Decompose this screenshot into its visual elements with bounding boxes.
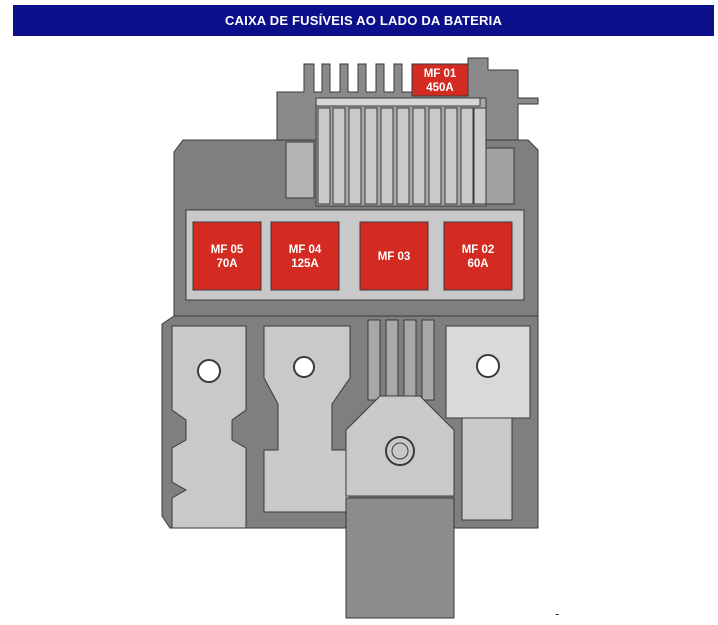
fuse-mf04-id: MF 04 (289, 244, 322, 256)
cooling-fins (317, 107, 487, 205)
footer-mark: - (555, 606, 560, 621)
fuse-mf04: MF 04 125A (270, 221, 340, 291)
fuse-mf01-rating: 450A (426, 82, 454, 94)
fuse-mf02: MF 02 60A (443, 221, 513, 291)
bolt-hole-center-inner (391, 442, 409, 460)
bolt-hole-right (476, 354, 500, 378)
bolt-hole-left-center (293, 356, 315, 378)
fuse-mf02-rating: 60A (467, 258, 488, 270)
terminal-center-stem (345, 497, 455, 619)
bolt-hole-left (197, 359, 221, 383)
left-side-block (285, 141, 315, 199)
diagram-title: CAIXA DE FUSÍVEIS AO LADO DA BATERIA (13, 5, 714, 36)
center-terminal-fins (367, 319, 435, 401)
right-side-block (485, 147, 515, 205)
fuse-mf05-id: MF 05 (211, 244, 244, 256)
bus-bar-slot (315, 97, 481, 107)
fuse-mf02-id: MF 02 (462, 244, 495, 256)
fuse-mf04-rating: 125A (291, 258, 319, 270)
terminal-left (171, 325, 247, 529)
fuse-mf03: MF 03 (359, 221, 429, 291)
fuse-mf01-id: MF 01 (424, 68, 457, 80)
fuse-mf03-id: MF 03 (378, 251, 411, 263)
fuse-mf05-rating: 70A (216, 258, 237, 270)
fuse-mf01: MF 01 450A (411, 63, 469, 97)
fuse-mf05: MF 05 70A (192, 221, 262, 291)
